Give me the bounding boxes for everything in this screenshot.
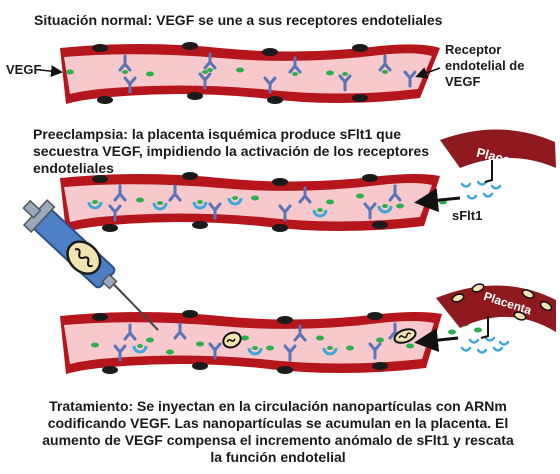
preeclampsia-title: Preeclampsia: la placenta isquémica prod… (33, 126, 430, 177)
placenta-icon: Placenta (436, 283, 556, 332)
sflt1-molecules (460, 180, 510, 354)
nanoparticles (222, 328, 417, 349)
receptor-label: Receptor endotelial de VEGF (445, 42, 525, 89)
vegf-label: VEGF (6, 62, 42, 77)
vessel-preeclampsia (60, 174, 440, 232)
syringe-icon (22, 199, 159, 331)
treatment-title: Tratamiento: Se inyectan en la circulaci… (42, 398, 514, 466)
sflt1-label: sFlt1 (452, 208, 483, 223)
normal-title: Situación normal: VEGF se une a sus rece… (34, 12, 443, 28)
vegf-pointer-arrow (39, 65, 63, 78)
vegf-receptors (108, 52, 417, 362)
placenta-icon: Placenta (440, 129, 556, 172)
treatment-flow-arrow (414, 328, 459, 353)
sflt1-vegf-complexes (87, 196, 393, 356)
placenta-release-arrow (480, 316, 489, 339)
placenta-nanoparticles (451, 283, 553, 321)
sflt1-flow-arrow (414, 188, 461, 213)
vessel-normal (60, 44, 440, 104)
placenta-secretion-arrow (484, 160, 493, 183)
endothelial-nuclei (92, 42, 388, 374)
receptor-pointer-arrow (415, 67, 441, 79)
